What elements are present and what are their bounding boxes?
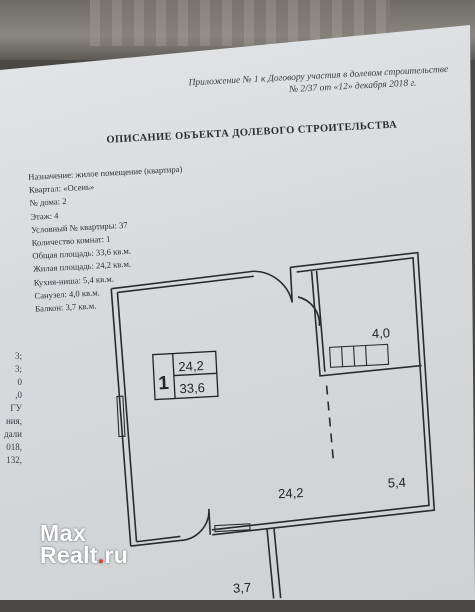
watermark-line-1: Max bbox=[40, 520, 87, 546]
fixture-divider bbox=[341, 346, 344, 367]
bathtub-icon bbox=[329, 343, 390, 368]
bathroom-fixtures bbox=[329, 343, 390, 368]
balcony-wall bbox=[266, 528, 282, 599]
fragment-text: ,0 bbox=[15, 390, 22, 400]
watermark-line-2: Realt.ru bbox=[40, 542, 129, 568]
room-label-divider bbox=[173, 372, 217, 377]
watermark-dot: . bbox=[97, 542, 105, 568]
watermark-part: Realt bbox=[40, 542, 98, 568]
fixture-divider bbox=[365, 345, 368, 366]
room-count: 1 bbox=[158, 373, 170, 395]
fragment-text: 132, bbox=[6, 455, 22, 465]
fragment-text: 3; bbox=[14, 351, 22, 361]
adjacent-page-fragments: 3; 3; 0 ,0 ГУ ния, дали 018, 132, bbox=[0, 350, 22, 467]
watermark-part: ru bbox=[104, 542, 129, 568]
fragment-text: 018, bbox=[6, 442, 22, 452]
kitchen-divider bbox=[325, 385, 335, 466]
inner-wall-right bbox=[211, 256, 430, 531]
outer-wall-right bbox=[212, 251, 436, 536]
fixture-divider bbox=[353, 346, 356, 367]
watermark-logo: Max Realt.ru bbox=[40, 520, 129, 568]
window-icon bbox=[214, 523, 251, 533]
inner-wall-left bbox=[116, 275, 254, 543]
room-label: 1 24,2 33,6 bbox=[152, 350, 219, 401]
entry-door-arc bbox=[253, 270, 293, 303]
window-icon bbox=[116, 395, 126, 438]
fragment-text: 3; bbox=[14, 364, 22, 374]
outer-wall-left bbox=[110, 270, 254, 547]
kitchen-area-label: 5,4 bbox=[387, 475, 406, 491]
room-area-label: 24,2 bbox=[278, 485, 304, 501]
fragment-text: ГУ bbox=[10, 403, 22, 413]
fragment-text: ния, bbox=[5, 416, 22, 426]
plan-walls bbox=[110, 251, 436, 599]
bathroom-area-label: 4,0 bbox=[372, 325, 391, 341]
fragment-text: дали bbox=[4, 429, 22, 439]
bathroom-door-arc bbox=[297, 296, 321, 326]
entry-door-leaf bbox=[289, 267, 293, 303]
balcony-door-arc bbox=[180, 508, 212, 542]
window-marks bbox=[116, 395, 251, 533]
total-area-value: 33,6 bbox=[179, 380, 205, 396]
balcony-area-label: 3,7 bbox=[233, 580, 252, 596]
bathroom-partition bbox=[310, 271, 422, 377]
living-area-value: 24,2 bbox=[178, 358, 204, 374]
fragment-text: 0 bbox=[17, 377, 23, 387]
bathroom-partition-inner bbox=[315, 270, 326, 372]
